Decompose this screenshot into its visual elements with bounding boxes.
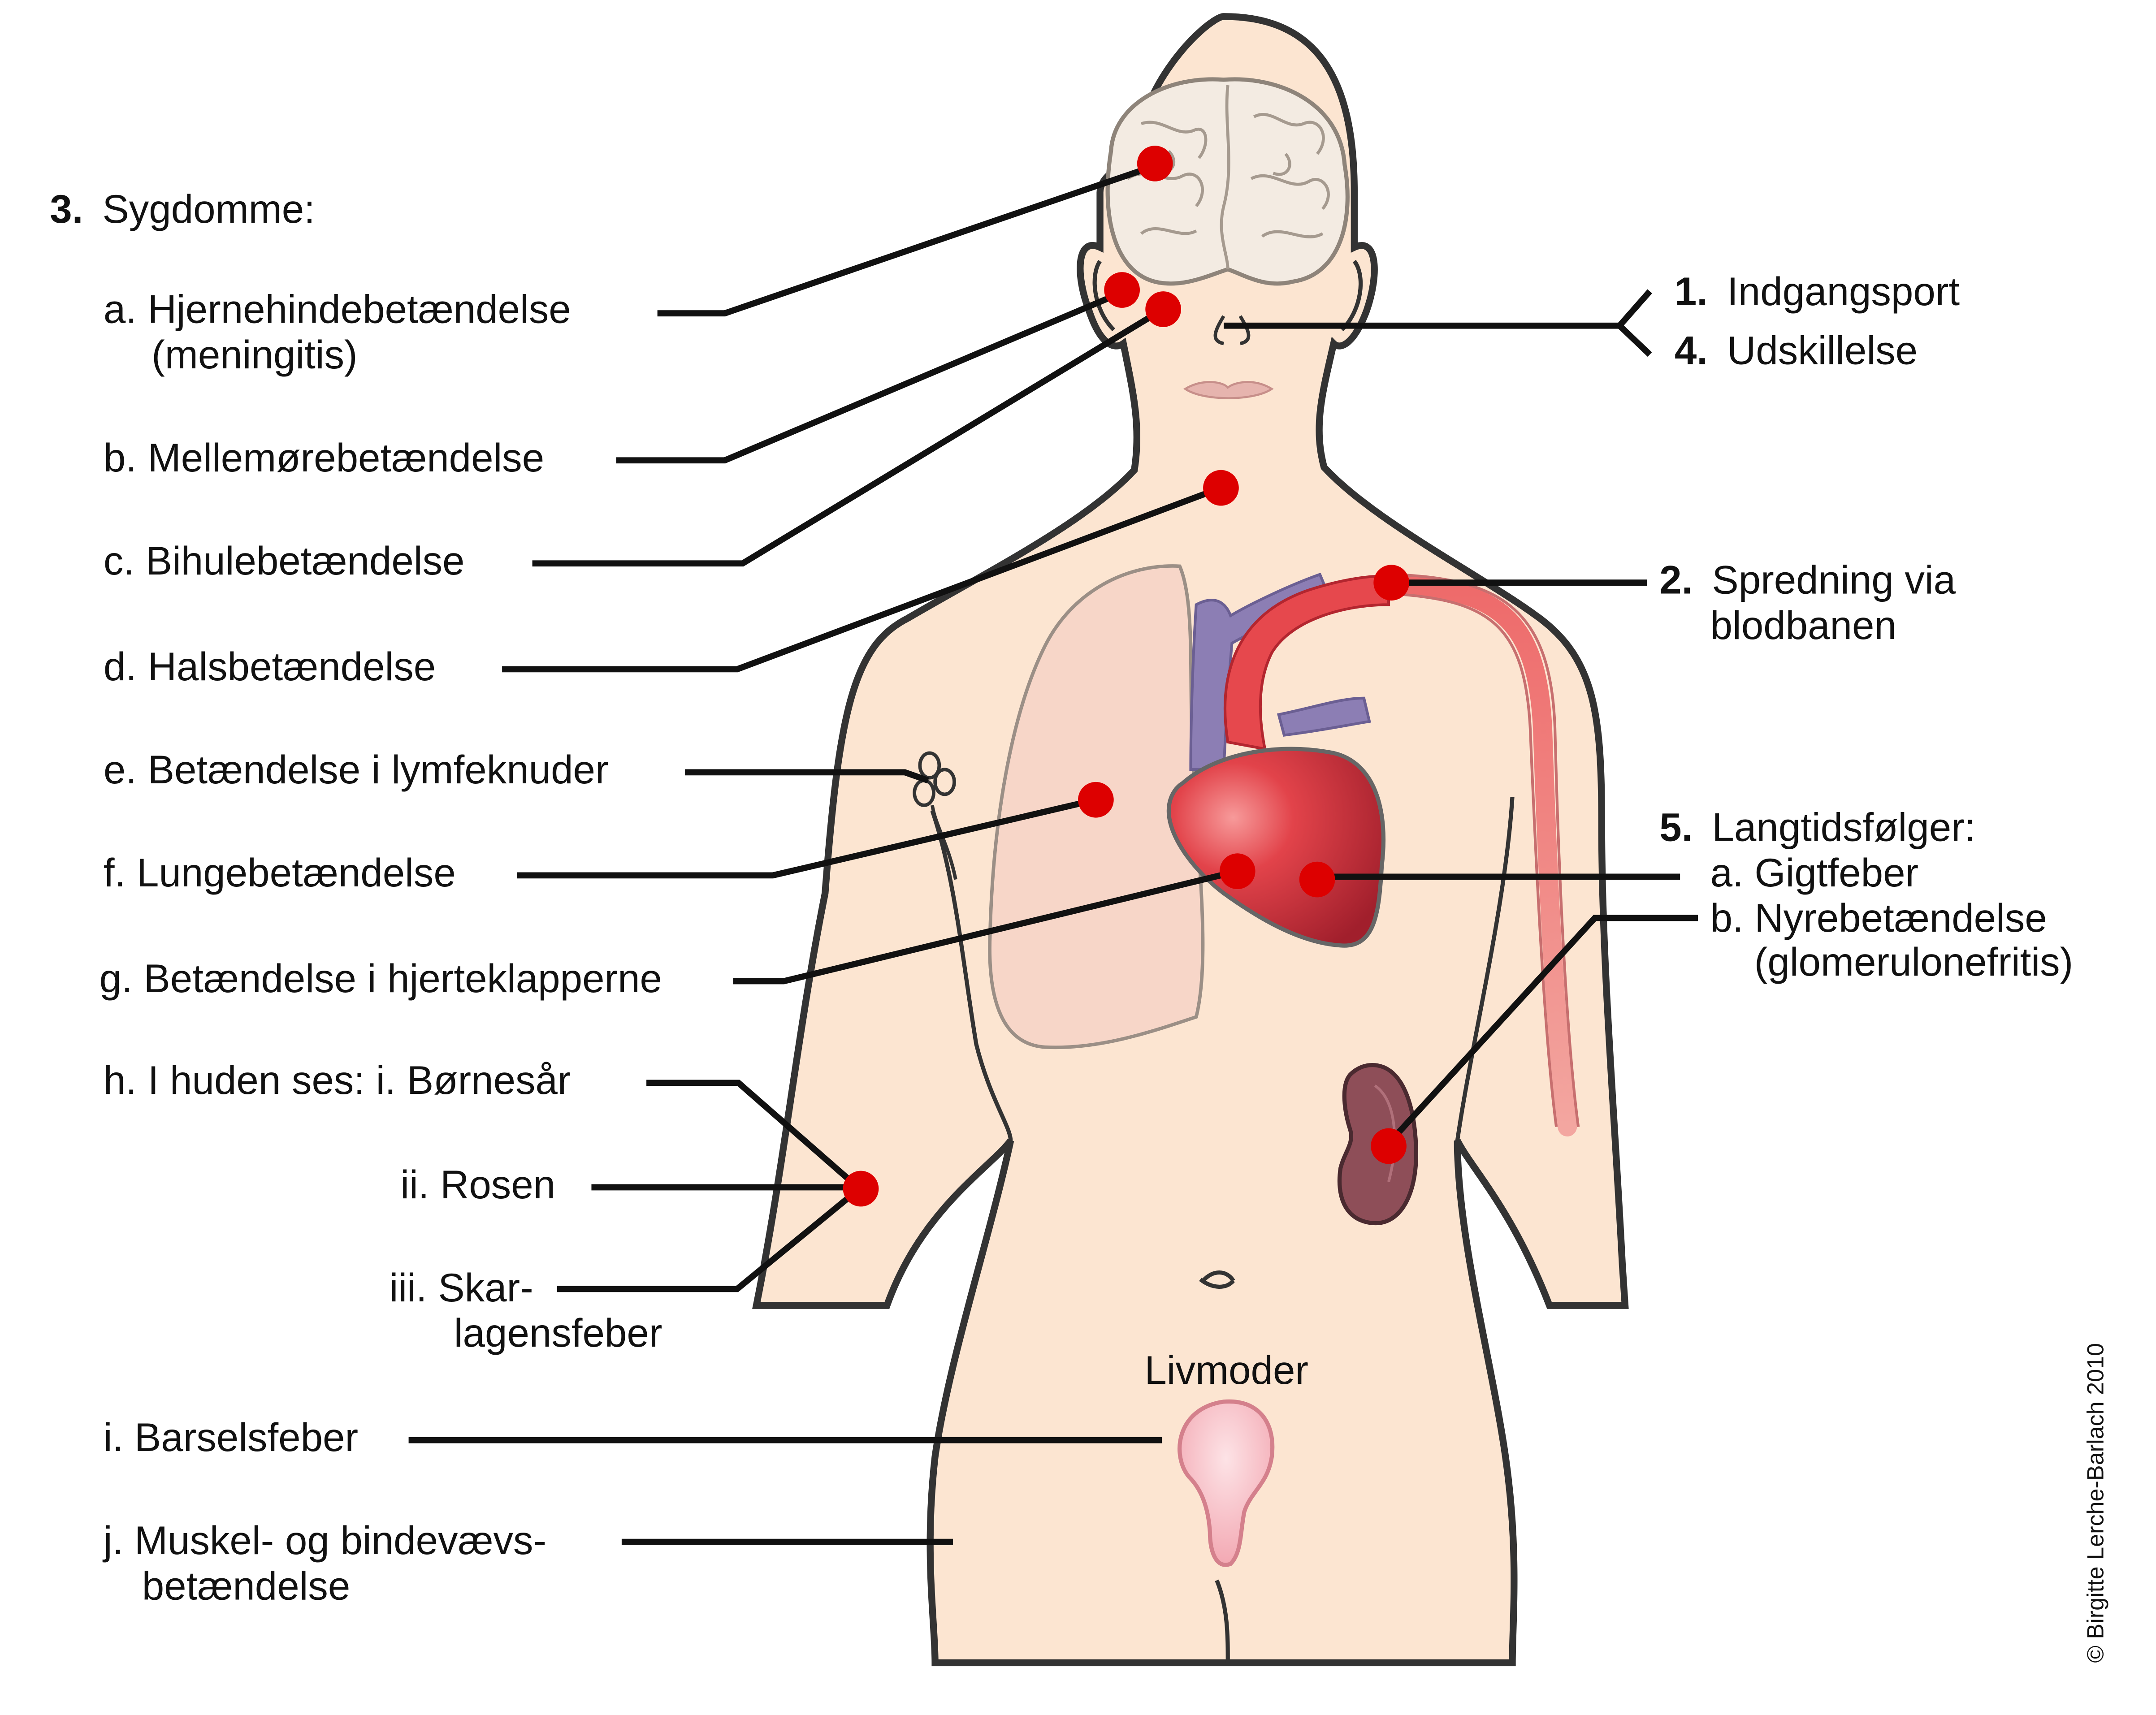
lips <box>1183 381 1274 399</box>
label-a-line1: a. Hjernehindebetændelse <box>104 287 571 332</box>
label-h-iii-line2: lagensfeber <box>454 1311 662 1355</box>
marker-kidney <box>1371 1128 1407 1164</box>
label-h: h. I huden ses: i. Børnesår <box>104 1058 571 1102</box>
kidney-highlight <box>1374 1084 1396 1182</box>
navel <box>1199 1270 1235 1289</box>
label-h-ii: ii. Rosen <box>400 1162 555 1207</box>
uterus <box>1178 1399 1275 1567</box>
right-ear <box>1340 259 1363 332</box>
spread-text-line2: blodbanen <box>1710 603 1896 648</box>
torso-contour-line <box>930 810 1013 1141</box>
pulmonary-vein <box>1277 696 1371 737</box>
marker-ear <box>1104 272 1140 308</box>
label-a-line2: (meningitis) <box>152 333 357 377</box>
leg-division-line <box>1215 1579 1230 1663</box>
artery-path <box>1379 574 1577 1137</box>
label-e: e. Betændelse i lymfeknuder <box>104 747 609 792</box>
marker-lung <box>1078 782 1114 818</box>
marker-bloodstream <box>1373 565 1410 601</box>
label-h-iii-line1: iii. Skar- <box>390 1266 533 1310</box>
svg-text:5. Langtidsfølger:: 5. Langtidsfølger: <box>1659 805 1975 850</box>
svg-text:4. Udskillelse: 4. Udskillelse <box>1675 328 1918 373</box>
heart <box>1166 747 1386 948</box>
excretion-number: 4. <box>1675 328 1708 373</box>
entry-number: 1. <box>1675 269 1708 314</box>
brain-illustration <box>1105 77 1350 286</box>
label-g: g. Betændelse i hjerteklapperne <box>100 956 662 1001</box>
longterm-text: Langtidsfølger: <box>1712 805 1975 850</box>
marker-throat <box>1203 470 1239 506</box>
label-c: c. Bihulebetændelse <box>104 539 465 583</box>
nose <box>1213 315 1251 346</box>
svg-text:2. Spredning via: 2. Spredning via <box>1659 558 1956 602</box>
left-labels: 3. Sygdomme: a. Hjernehindebetændelse (m… <box>50 187 662 1608</box>
spread-text-line1: Spredning via <box>1712 558 1956 602</box>
torso-contour-line-right <box>1455 797 1515 1141</box>
label-b: b. Mellemørebetændelse <box>104 436 544 480</box>
leader-lines <box>408 162 1698 1545</box>
entry-text: Indgangsport <box>1727 269 1960 314</box>
excretion-text: Udskillelse <box>1727 328 1918 373</box>
marker-heart-valves <box>1219 853 1256 890</box>
marker-brain <box>1137 146 1173 181</box>
longterm-a: a. Gigtfeber <box>1710 851 1919 895</box>
heading-number: 3. <box>50 187 83 231</box>
label-j-line2: betændelse <box>142 1564 351 1608</box>
copyright-text: © Birgitte Lerche-Barlach 2010 <box>2083 1343 2109 1663</box>
longterm-number: 5. <box>1659 805 1693 850</box>
left-ear <box>1092 260 1116 332</box>
spread-number: 2. <box>1659 558 1693 602</box>
label-i: i. Barselsfeber <box>104 1415 358 1460</box>
svg-text:3. Sygdomme:: 3. Sygdomme: <box>50 187 315 231</box>
uterus-label: Livmoder <box>1144 1348 1308 1392</box>
svg-text:1. Indgangsport: 1. Indgangsport <box>1675 269 1960 314</box>
longterm-b-line1: b. Nyrebetændelse <box>1710 896 2047 940</box>
marker-sinus <box>1145 291 1181 327</box>
marker-skin <box>843 1171 879 1207</box>
infection-markers <box>843 146 1410 1207</box>
right-labels: 1. Indgangsport 4. Udskillelse 2. Spredn… <box>1659 269 2073 984</box>
label-d: d. Halsbetændelse <box>104 644 436 689</box>
artery-outline <box>1388 573 1580 1127</box>
marker-heart-rheumatic <box>1299 861 1335 898</box>
label-f: f. Lungebetændelse <box>104 851 456 895</box>
heading-text: Sygdomme: <box>103 187 315 231</box>
label-j-line1: j. Muskel- og bindevævs- <box>102 1518 546 1563</box>
longterm-b-line2: (glomerulonefritis) <box>1754 940 2073 984</box>
